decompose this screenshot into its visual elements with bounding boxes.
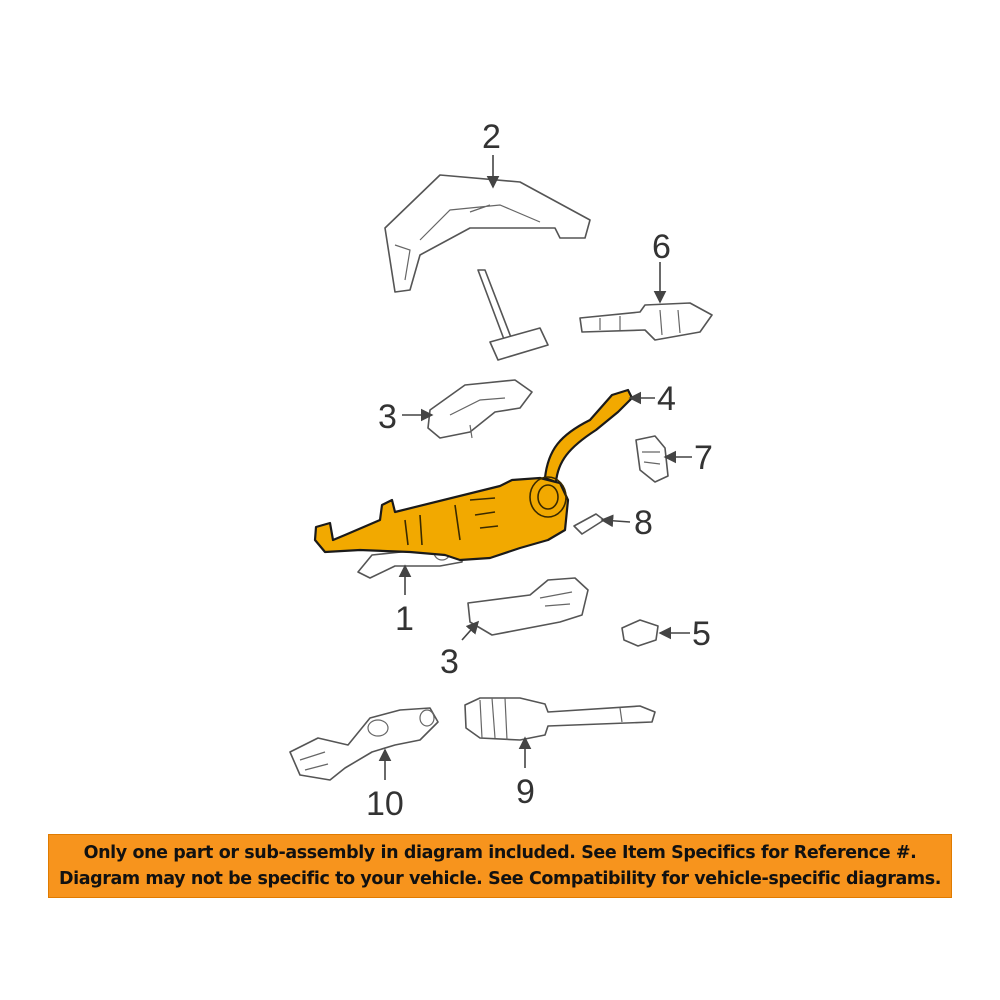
callout-2: 2	[482, 118, 501, 156]
disclaimer-line-2: Diagram may not be specific to your vehi…	[58, 869, 941, 889]
part-8	[573, 513, 605, 535]
part-6-switch	[579, 302, 713, 341]
callout-5: 5	[692, 615, 711, 653]
callout-4: 4	[657, 380, 676, 418]
callout-3-upper: 3	[378, 398, 397, 436]
callout-6: 6	[652, 228, 671, 266]
callout-1: 1	[395, 600, 414, 638]
callout-7: 7	[694, 439, 713, 477]
part-9-lower-shaft	[464, 697, 656, 741]
callout-9: 9	[516, 773, 535, 811]
callout-arrows	[378, 155, 692, 780]
callout-3-lower: 3	[440, 643, 459, 681]
part-4-steering-column-highlighted	[313, 388, 634, 562]
disclaimer-line-1: Only one part or sub-assembly in diagram…	[83, 843, 917, 863]
callout-10: 10	[366, 785, 404, 823]
part-2-pedal-bracket	[384, 174, 591, 361]
part-10-intermediate-shaft	[289, 707, 439, 781]
part-5	[621, 619, 659, 647]
callout-8: 8	[634, 504, 653, 542]
part-7	[635, 435, 669, 483]
part-3-upper-shroud	[427, 379, 533, 439]
part-3-lower-shroud	[467, 577, 589, 636]
disclaimer-banner: Only one part or sub-assembly in diagram…	[48, 834, 952, 898]
